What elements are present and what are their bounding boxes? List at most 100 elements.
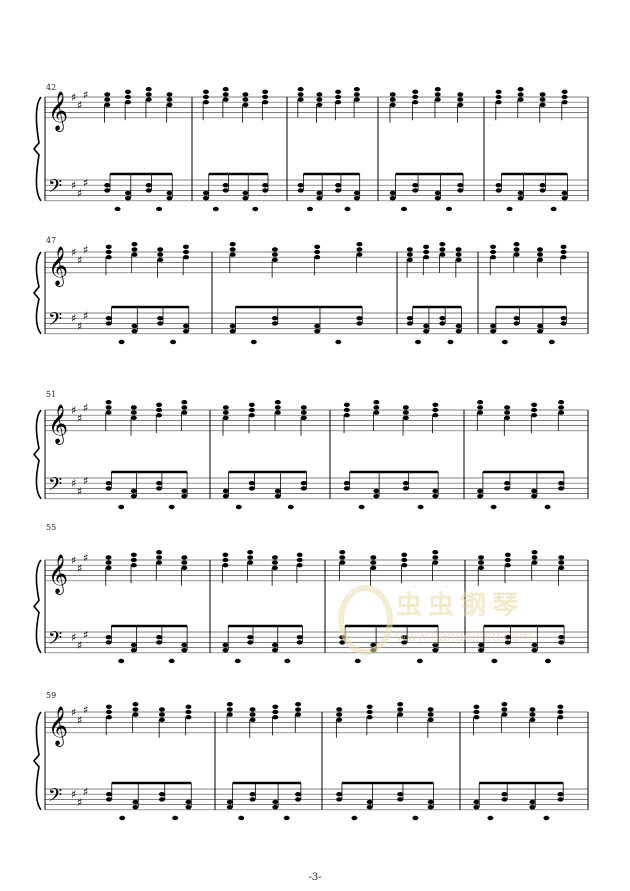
- note-head: [274, 405, 281, 410]
- sharp-icon: ♯: [71, 246, 76, 259]
- note-head: [473, 704, 480, 709]
- sharp-icon: ♯: [83, 243, 88, 256]
- note-head: [226, 707, 233, 712]
- note-head: [202, 196, 209, 201]
- note-head: [105, 481, 112, 486]
- note-head: [157, 247, 164, 252]
- note-head: [124, 94, 131, 100]
- note-head: [560, 321, 567, 326]
- note-head: [397, 707, 404, 712]
- note-head: [401, 552, 408, 557]
- note-head: [495, 94, 502, 100]
- note-head: [354, 658, 361, 664]
- note-head: [156, 555, 163, 560]
- note-head: [158, 707, 165, 712]
- note-head: [401, 640, 408, 645]
- sharp-icon: ♯: [83, 401, 88, 414]
- sharp-icon: ♯: [71, 91, 76, 104]
- note-head: [401, 557, 408, 563]
- note-head: [373, 400, 380, 405]
- note-head: [402, 481, 409, 486]
- sharp-icon: ♯: [83, 177, 88, 190]
- note-head: [296, 552, 303, 557]
- note-head: [130, 648, 137, 653]
- note-head: [504, 415, 511, 420]
- note-head: [229, 252, 236, 257]
- note-head: [529, 712, 536, 717]
- note-head: [158, 717, 165, 722]
- sharp-icon: ♯: [77, 99, 82, 112]
- note-head: [447, 339, 454, 345]
- note-head: [432, 407, 439, 413]
- note-head: [397, 712, 404, 717]
- note-head: [272, 805, 279, 810]
- note-head: [300, 405, 307, 410]
- note-head: [531, 413, 538, 418]
- bass-clef-icon: 𝄢: [48, 629, 62, 654]
- measure-number-42: 42: [46, 83, 57, 92]
- note-head: [427, 805, 434, 810]
- note-head: [105, 405, 112, 410]
- note-head: [242, 190, 249, 196]
- note-head: [158, 797, 165, 802]
- note-head: [145, 87, 152, 92]
- note-head: [432, 402, 439, 407]
- note-head: [156, 560, 163, 565]
- note-head: [339, 550, 346, 555]
- note-head: [131, 242, 138, 247]
- note-head: [423, 323, 430, 329]
- note-head: [181, 400, 188, 405]
- sharp-icon: ♯: [77, 412, 82, 425]
- note-head: [531, 488, 538, 494]
- note-head: [247, 555, 254, 560]
- note-head: [544, 504, 551, 510]
- note-head: [124, 100, 131, 105]
- note-head: [271, 642, 278, 648]
- note-head: [182, 329, 189, 334]
- note-head: [401, 206, 407, 212]
- note-head: [296, 557, 303, 563]
- note-head: [401, 635, 408, 640]
- note-head: [185, 799, 192, 805]
- note-head: [156, 407, 163, 413]
- note-head: [130, 410, 137, 415]
- note-head: [490, 244, 497, 249]
- note-head: [557, 709, 564, 715]
- measure-number-55: 55: [46, 523, 57, 532]
- note-head: [271, 247, 278, 252]
- note-head: [432, 648, 439, 653]
- note-head: [248, 402, 255, 407]
- note-head: [504, 486, 511, 491]
- note-head: [247, 635, 254, 640]
- note-head: [561, 94, 568, 100]
- note-head: [513, 242, 520, 247]
- note-head: [271, 560, 278, 565]
- note-head: [495, 100, 502, 105]
- note-head: [423, 244, 430, 249]
- note-head: [366, 715, 373, 720]
- note-head: [105, 709, 112, 715]
- note-head: [353, 196, 360, 201]
- note-head: [427, 707, 434, 712]
- note-head: [296, 563, 303, 568]
- note-head: [242, 102, 249, 108]
- note-head: [284, 658, 291, 664]
- note-head: [513, 247, 520, 252]
- note-head: [558, 486, 565, 491]
- note-head: [402, 486, 409, 491]
- note-head: [335, 339, 342, 345]
- note-head: [307, 206, 313, 212]
- note-head: [473, 799, 480, 805]
- bass-clef-icon: 𝄢: [48, 177, 62, 202]
- note-head: [274, 488, 281, 494]
- note-head: [182, 255, 189, 260]
- note-head: [560, 255, 567, 260]
- note-head: [517, 87, 524, 92]
- note-head: [295, 702, 302, 707]
- note-head: [370, 648, 377, 653]
- sharp-icon: ♯: [71, 477, 76, 490]
- sharp-icon: ♯: [71, 788, 76, 801]
- note-head: [271, 316, 278, 321]
- note-head: [529, 799, 536, 805]
